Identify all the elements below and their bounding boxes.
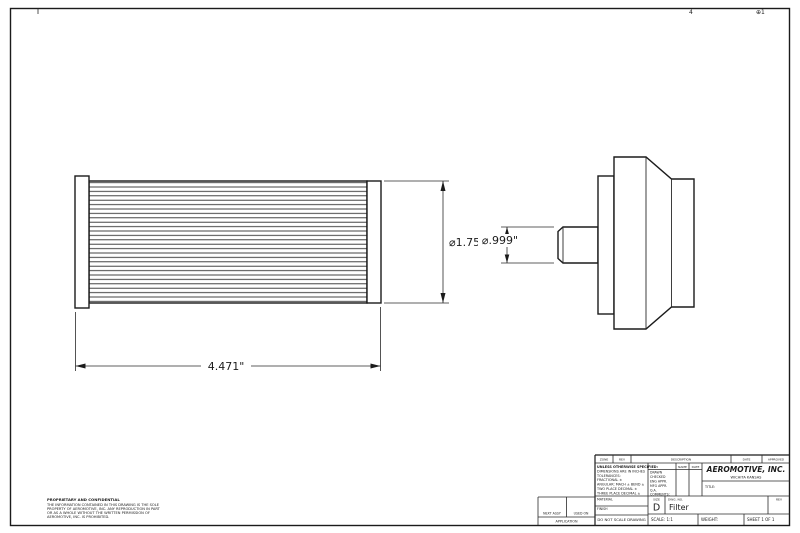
application-label: APPLICATION: [556, 520, 578, 524]
arrowhead: [370, 363, 381, 369]
tolerance-line: THREE PLACE DECIMAL ±: [596, 491, 641, 495]
date-header: DATE: [692, 465, 700, 469]
dimension-text-mask: [478, 234, 524, 247]
proprietary-note-line: OR AS A WHOLE WITHOUT THE WRITTEN PERMIS…: [47, 511, 150, 515]
next-assy-label: NEXT ASSY: [543, 512, 561, 516]
used-on-label: USED ON: [574, 512, 589, 516]
housing-view: [557, 156, 695, 330]
sheet-label: SHEET 1 OF 1: [747, 517, 775, 522]
company-block: AEROMOTIVE, INC. WICHITA KANSAS TITLE:: [702, 465, 790, 489]
title-block: ZONE REV DESCRIPTION DATE APPROVED UNLES…: [594, 454, 790, 525]
sheet-border: [9, 7, 791, 527]
scale-label: SCALE: 1:1: [651, 517, 673, 522]
left-end-cap: [74, 175, 90, 309]
revision-table: ZONE REV DESCRIPTION DATE APPROVED: [595, 455, 790, 464]
signoff-row-label: Q.A.: [650, 489, 657, 493]
proprietary-note: PROPRIETARY AND CONFIDENTIAL THE INFORMA…: [46, 497, 161, 519]
signoff-block: NAME DATE DRAWN CHECKED ENG APPR. MFG AP…: [648, 463, 702, 497]
rev-label: REV: [776, 498, 783, 502]
proprietary-note-title: PROPRIETARY AND CONFIDENTIAL: [47, 497, 120, 502]
signoff-row-label: DRAWN: [650, 471, 663, 475]
application-block: NEXT ASSY USED ON APPLICATION: [537, 496, 595, 525]
signoff-row-label: MFG APPR.: [650, 484, 667, 488]
tolerance-line: TWO PLACE DECIMAL ±: [596, 487, 637, 491]
filter-media: [88, 180, 368, 304]
port-diameter-dimension-text: ⌀.999": [482, 234, 518, 247]
port-diameter-dimension: ⌀.999": [478, 226, 554, 264]
signoff-row-label: COMMENTS:: [650, 493, 670, 497]
tolerance-line: DIMENSIONS ARE IN INCHES: [597, 469, 645, 473]
zone-marker-left: 4: [689, 9, 693, 16]
arrowhead: [75, 363, 86, 369]
dwg-no-label: DWG. NO.: [668, 498, 683, 502]
filter-element-view: [74, 175, 382, 309]
inlet-port: [557, 226, 599, 264]
revision-header: DATE: [743, 457, 751, 461]
right-end-cap: [366, 180, 382, 304]
size-label: SIZE: [653, 498, 660, 502]
diameter-dimension: ⌀1.758": [384, 180, 492, 304]
size-dwg-row: SIZE DWG. NO. REV D Filter: [653, 496, 783, 514]
tolerance-line: TOLERANCES:: [596, 474, 621, 478]
dimension-text-mask: [201, 358, 251, 372]
housing-body: [613, 156, 695, 330]
finish-label: FINISH: [597, 507, 608, 511]
tolerance-block: UNLESS OTHERWISE SPECIFIED: DIMENSIONS A…: [595, 465, 658, 522]
arrowhead: [440, 293, 446, 303]
arrowhead: [440, 181, 446, 191]
revision-header: DESCRIPTION: [671, 457, 691, 461]
proprietary-note-line: THE INFORMATION CONTAINED IN THIS DRAWIN…: [46, 503, 160, 507]
zone-marker-right: ⊕1: [756, 9, 765, 16]
tolerance-line: ANGULAR: MACH ± BEND ±: [597, 483, 645, 487]
arrowhead: [504, 227, 510, 236]
arrowhead: [504, 254, 510, 263]
tolerance-line: UNLESS OTHERWISE SPECIFIED:: [597, 465, 658, 469]
flange: [597, 175, 615, 315]
scale-row: SCALE: 1:1 WEIGHT: SHEET 1 OF 1: [651, 514, 775, 525]
do-not-scale-label: DO NOT SCALE DRAWING: [597, 517, 645, 522]
drawing-number: Filter: [669, 503, 690, 512]
weight-label: WEIGHT:: [701, 517, 718, 522]
revision-header: ZONE: [600, 457, 609, 461]
proprietary-note-line: AEROMOTIVE, INC. IS PROHIBITED.: [47, 515, 109, 519]
title-label: TITLE:: [704, 485, 715, 489]
tolerance-line: FRACTIONAL ±: [597, 478, 622, 482]
overall-length-dimension-text: 4.471": [208, 360, 245, 373]
signoff-row-label: CHECKED: [650, 475, 666, 479]
length-dimension: 4.471": [75, 307, 381, 373]
name-header: NAME: [678, 465, 687, 469]
revision-header: APPROVED: [768, 457, 785, 461]
proprietary-note-line: PROPERTY OF AEROMOTIVE, INC. ANY REPRODU…: [47, 507, 161, 511]
revision-header: REV: [619, 457, 626, 461]
company-location: WICHITA KANSAS: [731, 476, 763, 480]
company-name: AEROMOTIVE, INC.: [706, 465, 786, 474]
size-letter: D: [653, 503, 660, 514]
material-label: MATERIAL: [597, 498, 613, 502]
signoff-row-label: ENG APPR.: [650, 480, 667, 484]
